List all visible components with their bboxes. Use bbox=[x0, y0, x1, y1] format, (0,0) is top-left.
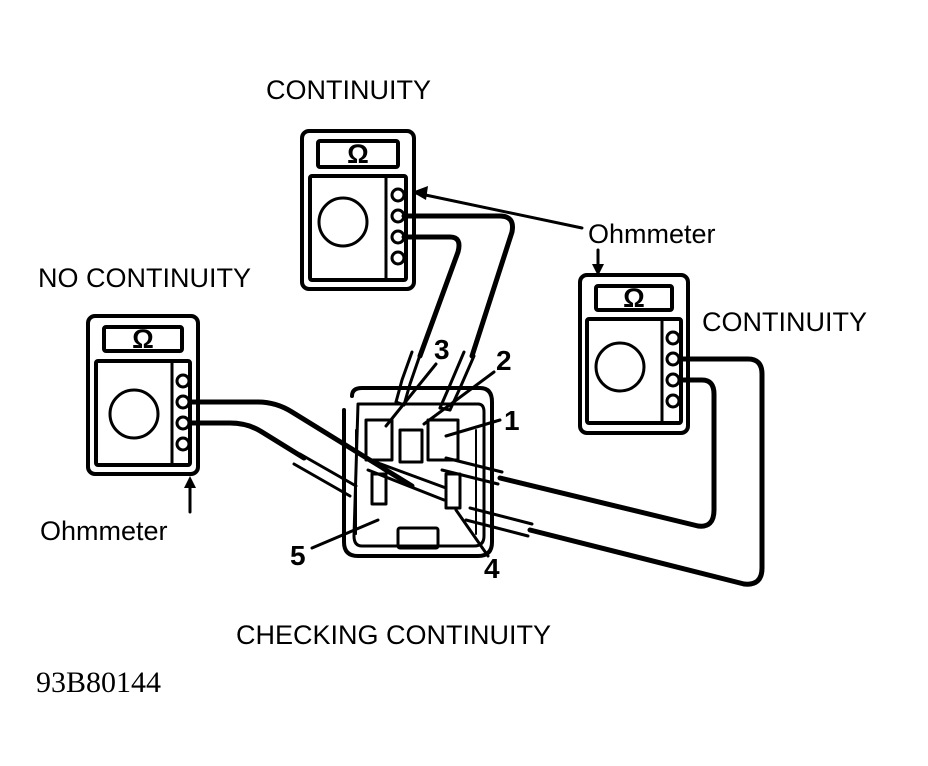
figure-id: 93B80144 bbox=[36, 666, 161, 699]
terminal-3: 3 bbox=[434, 334, 450, 365]
diagram-title: CHECKING CONTINUITY bbox=[236, 620, 551, 650]
dial-left bbox=[108, 388, 160, 440]
display-symbol-top: Ω bbox=[347, 139, 369, 169]
lead-right-b bbox=[497, 377, 717, 529]
ohmmeter-right: Ω bbox=[578, 273, 690, 435]
result-label-right: CONTINUITY bbox=[702, 307, 867, 337]
terminal-1: 1 bbox=[504, 405, 520, 436]
ohmmeter-callout-top: Ohmmeter bbox=[588, 219, 716, 249]
terminal-4: 4 bbox=[484, 553, 500, 584]
lead-right-a bbox=[527, 356, 765, 587]
display-symbol-right: Ω bbox=[623, 283, 645, 313]
ohmmeter-top: Ω bbox=[300, 129, 416, 291]
connector bbox=[342, 386, 494, 558]
dial-right bbox=[594, 341, 646, 393]
result-label-top: CONTINUITY bbox=[266, 75, 431, 105]
ohmmeter-callout-left: Ohmmeter bbox=[40, 516, 168, 546]
terminal-5: 5 bbox=[290, 540, 306, 571]
lead-left-a bbox=[187, 399, 415, 489]
lead-left-b bbox=[187, 420, 307, 461]
lead-top-b bbox=[401, 234, 462, 359]
display-symbol-left: Ω bbox=[132, 324, 154, 354]
terminal-2: 2 bbox=[496, 345, 512, 376]
result-label-left: NO CONTINUITY bbox=[38, 263, 251, 293]
ohmmeter-left: Ω bbox=[86, 314, 200, 476]
lead-top-a bbox=[401, 213, 515, 359]
dial-top bbox=[317, 196, 369, 248]
